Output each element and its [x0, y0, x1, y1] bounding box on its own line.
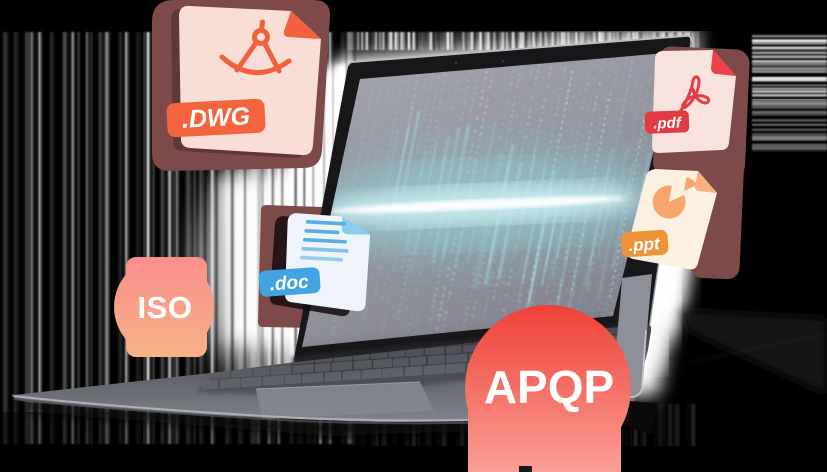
svg-text:.ppt: .ppt — [628, 234, 662, 255]
svg-text:.doc: .doc — [269, 272, 310, 296]
svg-text:.DWG: .DWG — [181, 102, 250, 134]
svg-text:APQP: APQP — [484, 361, 614, 413]
svg-text:ISO: ISO — [138, 290, 193, 325]
svg-text:.pdf: .pdf — [653, 114, 683, 132]
